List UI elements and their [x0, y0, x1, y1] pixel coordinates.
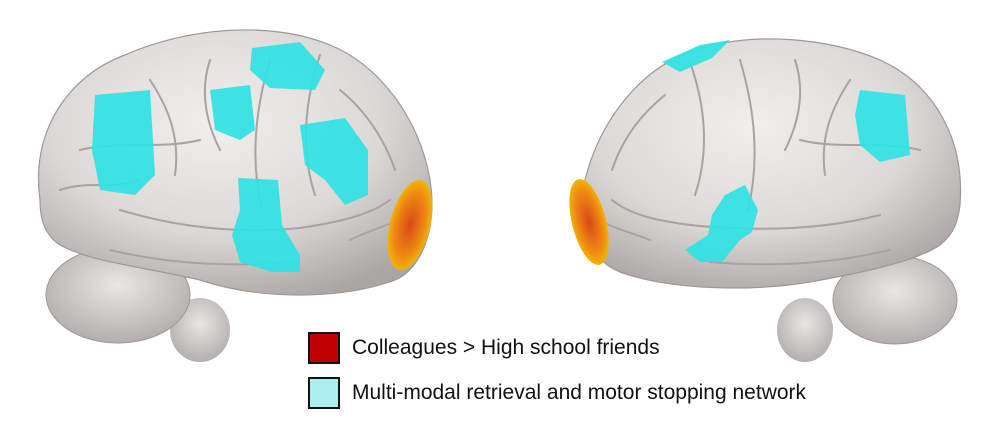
contrast-region-frontal-pole [387, 180, 433, 270]
legend-label: Colleagues > High school friends [352, 336, 660, 359]
legend-label: Multi-modal retrieval and motor stopping… [352, 381, 807, 404]
network-region-parietal [92, 90, 155, 195]
network-region-superior-frontal [250, 42, 325, 90]
network-region-middle-frontal [300, 118, 368, 205]
network-region-parietal [855, 90, 910, 162]
cerebral-cortex [581, 38, 962, 289]
network-region-precentral [210, 85, 255, 140]
network-region-superior-frontal [662, 40, 730, 72]
legend: Colleagues > High school friends Multi-m… [308, 325, 968, 435]
contrast-region-frontal-pole [569, 179, 609, 265]
network-regions [92, 42, 368, 272]
network-region-temporal [232, 178, 300, 272]
left-hemisphere-view [37, 29, 433, 362]
brainstem [170, 298, 230, 362]
network-region-inferior-frontal [685, 185, 758, 262]
legend-item-network: Multi-modal retrieval and motor stopping… [308, 374, 806, 412]
legend-swatch-cyan [308, 377, 340, 409]
network-regions [662, 40, 910, 262]
legend-item-contrast: Colleagues > High school friends [308, 329, 660, 367]
brainstem [777, 298, 833, 362]
right-hemisphere-view [569, 38, 962, 362]
legend-swatch-red [308, 332, 340, 364]
